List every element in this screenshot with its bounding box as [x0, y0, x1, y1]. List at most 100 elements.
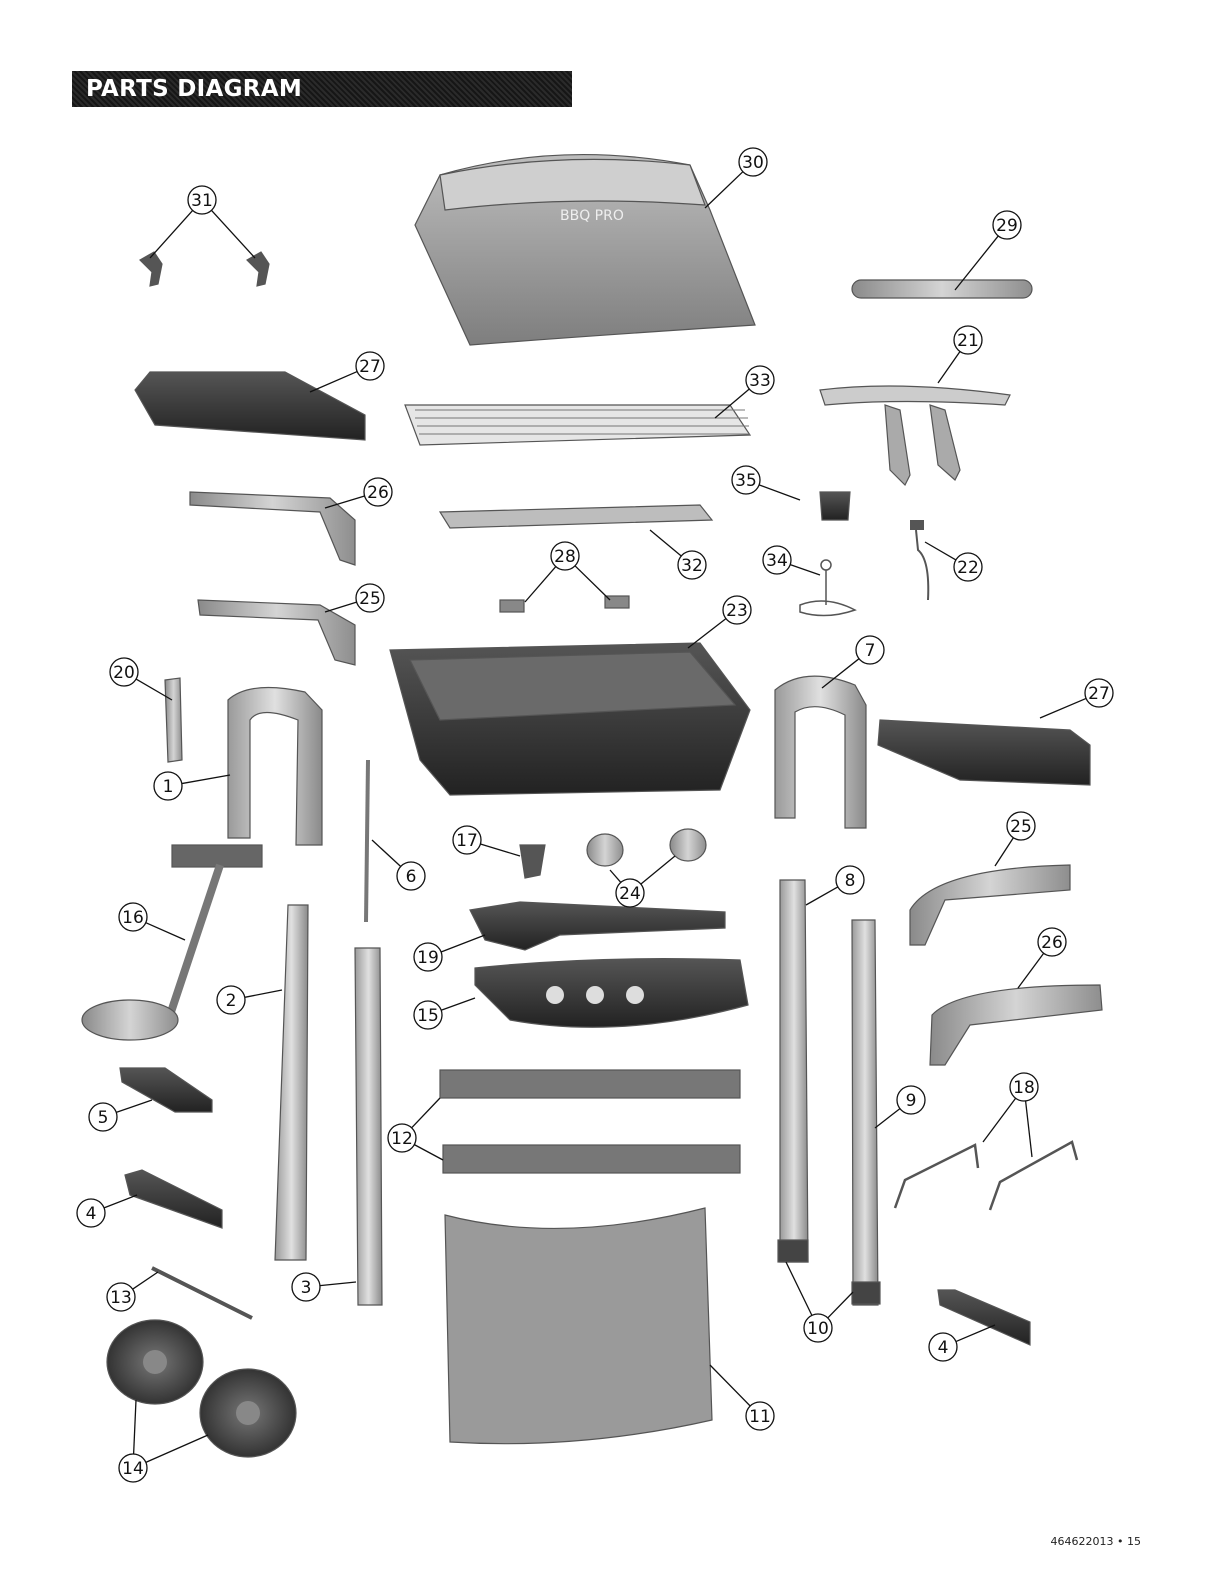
leader-line: [790, 565, 820, 575]
leader-line: [372, 840, 401, 867]
leader-line: [983, 1098, 1016, 1142]
leader-line: [480, 844, 520, 856]
part-31-handle-bracket: [140, 252, 269, 286]
callout-c17: 17: [453, 826, 520, 856]
leader-line: [641, 856, 675, 884]
part-27-side-shelf-right: [878, 720, 1090, 785]
callout-c13: 13: [107, 1272, 158, 1311]
leader-line: [211, 210, 255, 258]
callout-c12: 12: [388, 1098, 443, 1160]
part-23-firebox: [390, 643, 750, 795]
callout-c14: 14: [119, 1400, 208, 1482]
part-5-bracket: [120, 1068, 212, 1112]
part-20-valve-cover: [165, 678, 182, 762]
leader-line: [134, 1400, 136, 1454]
part-21-burner: [820, 386, 1010, 485]
callout-number: 10: [807, 1319, 829, 1339]
part-32-heat-tent: [440, 505, 712, 528]
callout-number: 31: [191, 191, 213, 211]
callout-number: 8: [845, 871, 856, 891]
leader-line: [245, 990, 282, 997]
part-30-lid: BBQ PRO: [415, 155, 755, 345]
leader-line: [1026, 1101, 1032, 1157]
part-3-leg-left-rear: [355, 948, 382, 1305]
leader-line: [688, 619, 726, 648]
callout-number: 4: [86, 1204, 97, 1224]
part-24-control-knob: [587, 829, 706, 866]
callout-number: 3: [301, 1278, 312, 1298]
leader-line: [414, 1145, 443, 1160]
callout-c3: 3: [292, 1273, 356, 1301]
callout-number: 33: [749, 371, 771, 391]
callout-c20: 20: [110, 658, 172, 700]
leader-line: [182, 775, 230, 784]
part-35-grease-cup: [820, 492, 850, 520]
callout-c11: 11: [710, 1365, 774, 1430]
callout-number: 30: [742, 153, 764, 173]
leader-line: [104, 1195, 137, 1208]
part-22-igniter: [910, 520, 928, 600]
leader-line: [610, 870, 621, 882]
callout-number: 22: [957, 558, 979, 578]
leader-line: [441, 935, 485, 952]
callout-number: 27: [1088, 684, 1110, 704]
leader-line: [133, 1272, 158, 1289]
leader-line: [325, 602, 357, 612]
part-4-bracket-left: [125, 1170, 222, 1228]
callout-number: 27: [359, 357, 381, 377]
callout-number: 14: [122, 1459, 144, 1479]
callout-c25b: 25: [995, 812, 1035, 866]
leader-line: [995, 838, 1013, 866]
page-footer: 464622013 • 15: [1051, 1535, 1141, 1548]
part-18-tool-hook: [895, 1142, 1077, 1210]
leader-line: [938, 351, 960, 383]
part-13-axle: [152, 1268, 252, 1318]
callout-c24: 24: [610, 856, 675, 907]
callout-number: 1: [163, 777, 174, 797]
callout-c8: 8: [806, 866, 864, 905]
part-34-grease-holder: [800, 560, 855, 616]
callout-number: 13: [110, 1288, 132, 1308]
part-33-cooking-grate: [405, 405, 750, 445]
callout-c4b: 4: [929, 1325, 995, 1361]
callout-c1: 1: [154, 772, 230, 800]
callout-number: 6: [406, 867, 417, 887]
callout-number: 9: [906, 1091, 917, 1111]
leader-line: [1040, 698, 1086, 718]
part-12-cross-brace: [440, 1070, 740, 1173]
callout-c29: 29: [955, 211, 1021, 290]
leader-line: [875, 1109, 900, 1128]
callout-c18: 18: [983, 1073, 1038, 1157]
callout-c19: 19: [414, 935, 485, 971]
leader-line: [150, 210, 193, 258]
leader-line: [575, 566, 610, 600]
callout-c4a: 4: [77, 1195, 137, 1227]
callout-number: 4: [938, 1338, 949, 1358]
callout-c30: 30: [705, 148, 767, 208]
callout-c5: 5: [89, 1100, 152, 1131]
callout-c32: 32: [650, 530, 706, 579]
part-11-bottom-shelf: [445, 1208, 712, 1444]
part-26-shelf-support-right: [930, 985, 1102, 1065]
callout-c27b: 27: [1040, 679, 1113, 718]
leader-line: [710, 1365, 750, 1406]
callout-c16: 16: [119, 903, 185, 940]
callout-number: 7: [865, 641, 876, 661]
leader-line: [412, 1098, 440, 1128]
callout-c21: 21: [938, 326, 982, 383]
callout-number: 11: [749, 1407, 771, 1427]
part-19-heat-shield: [470, 902, 725, 950]
callout-number: 12: [391, 1129, 413, 1149]
part-27-side-shelf-left: [135, 372, 365, 440]
leader-line: [146, 923, 185, 940]
leader-line: [759, 485, 800, 500]
callout-c2: 2: [217, 986, 282, 1014]
leader-line: [705, 172, 743, 208]
part-29-handle: [852, 280, 1032, 298]
callout-number: 24: [619, 884, 641, 904]
callout-c28: 28: [525, 542, 610, 602]
part-15-control-panel: [475, 959, 748, 1028]
callout-number: 20: [113, 663, 135, 683]
part-7-leg-frame-right: [775, 676, 866, 828]
callout-number: 32: [681, 556, 703, 576]
